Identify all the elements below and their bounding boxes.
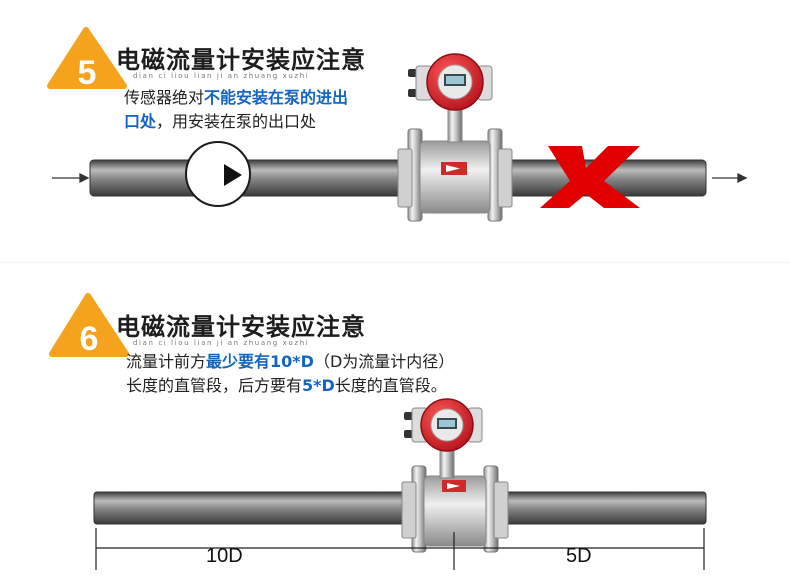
desc-highlight-text: 口处 bbox=[124, 112, 157, 131]
desc-plain-text: 流量计前方 bbox=[126, 352, 207, 371]
desc-plain-text: 长度的直管段。 bbox=[334, 376, 447, 395]
badge-triangle-6 bbox=[49, 293, 129, 357]
section-5-desc-line-1: 传感器绝对不能安装在泵的进出 bbox=[124, 86, 348, 110]
section-6-title: 电磁流量计安装应注意 bbox=[116, 313, 366, 341]
flowmeter bbox=[397, 53, 513, 222]
section-6-description: 流量计前方最少要有10*D（D为流量计内径） 长度的直管段，后方要有5*D长度的… bbox=[126, 350, 454, 398]
section-6-pinyin: dian ci liou lian ji an zhuang xuzhi bbox=[133, 339, 310, 347]
desc-highlight-text: 最少要有10*D bbox=[206, 352, 314, 371]
desc-plain-text: 传感器绝对 bbox=[124, 88, 205, 107]
section-5-pinyin: dian ci liou lian ji an zhuang xuzhi bbox=[133, 72, 310, 80]
dimension-label-downstream: 5D bbox=[566, 545, 592, 567]
section-6-desc-line-1: 流量计前方最少要有10*D（D为流量计内径） bbox=[126, 350, 454, 374]
section-5-description: 传感器绝对不能安装在泵的进出 口处，用安装在泵的出口处 bbox=[124, 86, 348, 134]
flowmeter bbox=[401, 398, 509, 553]
pipe bbox=[93, 491, 707, 525]
section-5-desc-line-2: 口处，用安装在泵的出口处 bbox=[124, 110, 348, 134]
section-6-desc-line-2: 长度的直管段，后方要有5*D长度的直管段。 bbox=[126, 374, 454, 398]
inlet-arrow bbox=[52, 172, 90, 184]
section-6-illustration bbox=[49, 293, 707, 570]
dimension-line bbox=[95, 528, 705, 570]
step-badge-6: 6 bbox=[50, 296, 128, 362]
cross-icon bbox=[540, 146, 640, 208]
desc-plain-text: （D为流量计内径） bbox=[313, 352, 455, 371]
section-5-title: 电磁流量计安装应注意 bbox=[116, 46, 366, 74]
step-number-5: 5 bbox=[77, 54, 97, 92]
step-badge-5: 5 bbox=[48, 30, 126, 96]
pump-icon bbox=[185, 141, 251, 207]
outlet-arrow bbox=[712, 172, 748, 184]
section-5-illustration bbox=[47, 27, 748, 222]
step-number-6: 6 bbox=[79, 320, 99, 358]
desc-plain-text: ，用安装在泵的出口处 bbox=[156, 112, 317, 131]
section-divider bbox=[0, 262, 790, 263]
desc-highlight-text: 不能安装在泵的进出 bbox=[204, 88, 349, 107]
badge-triangle-5 bbox=[47, 27, 127, 89]
section-6: 6 电磁流量计安装应注意 dian ci liou lian ji an zhu… bbox=[0, 270, 790, 584]
desc-plain-text: 长度的直管段，后方要有 bbox=[126, 376, 303, 395]
dimension-label-upstream: 10D bbox=[206, 545, 243, 567]
section-5: 5 电磁流量计安装应注意 dian ci liou lian ji an zhu… bbox=[0, 0, 790, 260]
desc-highlight-text: 5*D bbox=[302, 376, 335, 395]
